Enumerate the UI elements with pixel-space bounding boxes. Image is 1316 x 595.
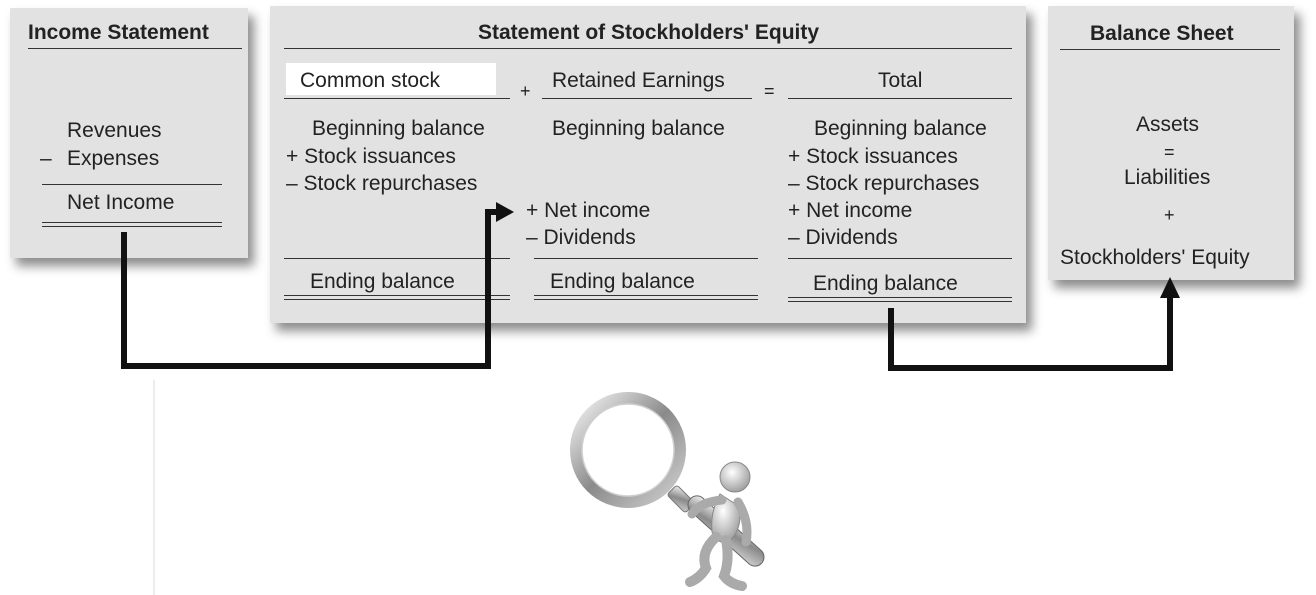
balance-sheet-title: Balance Sheet: [1090, 22, 1234, 45]
net-income-label: Net Income: [67, 191, 175, 214]
equity-statement-panel: Statement of Stockholders' Equity Common…: [270, 6, 1026, 323]
re-double-rule: [534, 295, 758, 300]
total-net-income: + Net income: [788, 199, 913, 222]
total-stock-repurchases: – Stock repurchases: [788, 172, 980, 195]
plus-operator: +: [520, 81, 531, 101]
total-ending-balance: Ending balance: [813, 272, 958, 295]
balance-title-rule: [1060, 49, 1280, 50]
cs-stock-issuances: + Stock issuances: [286, 145, 456, 168]
total-header: Total: [878, 69, 923, 92]
retained-earnings-header: Retained Earnings: [552, 69, 725, 92]
expenses-sign: –: [40, 147, 52, 170]
income-title-rule: [28, 48, 242, 49]
re-ending-balance: Ending balance: [550, 270, 695, 293]
income-double-rule: [42, 222, 222, 227]
net-income-to-equity-arrow: [121, 209, 500, 369]
lens-icon: [570, 392, 686, 508]
bs-plus: +: [1164, 205, 1175, 225]
total-ending-rule: [788, 258, 1012, 259]
equity-title-rule: [284, 48, 1012, 49]
total-stock-issuances: + Stock issuances: [788, 145, 958, 168]
total-beginning-balance: Beginning balance: [814, 117, 987, 140]
income-sum-rule: [42, 184, 222, 185]
re-ending-rule: [534, 258, 758, 259]
equity-statement-title: Statement of Stockholders' Equity: [478, 21, 820, 44]
cs-ending-rule: [284, 258, 510, 259]
expenses-label: Expenses: [67, 147, 160, 170]
equity-to-balance-sheet-arrow: [888, 296, 1173, 371]
balance-sheet-arrowhead: [1160, 277, 1180, 298]
total-double-rule: [788, 297, 1012, 302]
income-statement-panel: Income Statement Revenues – Expenses Net…: [10, 8, 248, 258]
re-header-rule: [542, 98, 752, 99]
figure-head: [719, 461, 751, 493]
stockholders-equity-label: Stockholders' Equity: [1060, 246, 1250, 269]
cs-ending-balance: Ending balance: [310, 270, 455, 293]
cs-double-rule: [284, 295, 510, 300]
re-dividends: – Dividends: [526, 226, 636, 249]
cs-beginning-balance: Beginning balance: [312, 117, 485, 140]
magnifying-glass-figure: [570, 392, 765, 591]
common-stock-header: Common stock: [300, 69, 441, 92]
bs-equals: =: [1164, 142, 1175, 162]
common-stock-header-rule: [284, 98, 510, 99]
income-statement-title: Income Statement: [28, 21, 209, 44]
total-dividends: – Dividends: [788, 226, 898, 249]
total-header-rule: [788, 98, 1012, 99]
balance-sheet-panel: Balance Sheet Assets = Liabilities + Sto…: [1048, 6, 1294, 280]
assets-label: Assets: [1136, 113, 1200, 136]
re-beginning-balance: Beginning balance: [552, 117, 725, 140]
equals-operator: =: [764, 81, 775, 101]
re-net-income: + Net income: [526, 199, 651, 222]
net-income-arrowhead: [496, 202, 514, 222]
cs-stock-repurchases: – Stock repurchases: [286, 172, 478, 195]
liabilities-label: Liabilities: [1124, 166, 1211, 189]
revenues-label: Revenues: [67, 119, 162, 142]
common-stock-header-box: [286, 63, 496, 95]
